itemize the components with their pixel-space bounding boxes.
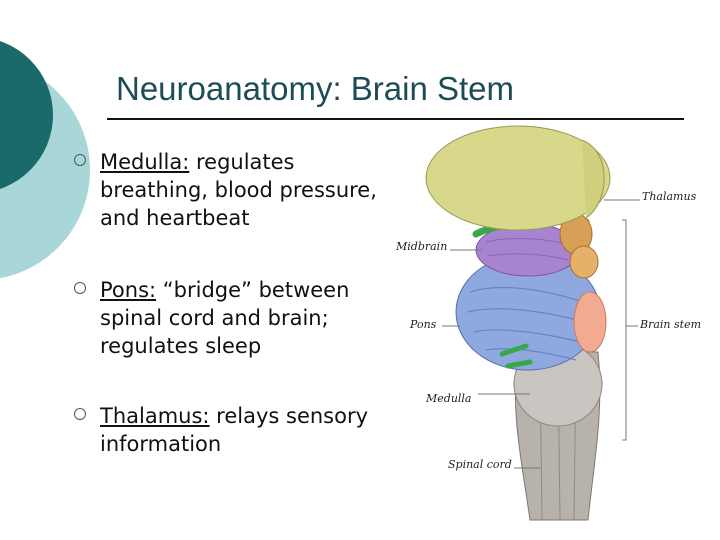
bullet-thalamus: Thalamus: relays sensory information [74,402,394,458]
bullet-text: relays sensory information [100,404,369,456]
title-underline [107,118,684,120]
slide-title: Neuroanatomy: Brain Stem [116,70,515,107]
label-pons: Pons [409,318,437,331]
bullet-pons: Pons: “bridge” between spinal cord and b… [74,276,394,360]
bullet-term: Pons: [100,278,157,302]
label-midbrain: Midbrain [395,240,447,253]
bullet-text: regulates breathing, blood pressure, and… [100,150,377,230]
label-medulla: Medulla [425,392,472,405]
bullet-term: Medulla: [100,150,190,174]
bullet-text: “bridge” between spinal cord and brain; … [100,278,350,358]
bullet-term: Thalamus: [100,404,210,428]
label-brain-stem: Brain stem [639,318,701,331]
brain-stem-illustration: Thalamus Midbrain Pons Brain stem Medull… [390,122,720,522]
label-spinal-cord: Spinal cord [448,458,512,471]
bullet-list: Medulla: regulates breathing, blood pres… [74,148,394,458]
bullet-circle-icon [74,282,86,294]
decorative-circles [0,0,110,300]
bullet-medulla: Medulla: regulates breathing, blood pres… [74,148,394,232]
bullet-circle-icon [74,408,86,420]
thalamus-shape [425,125,611,231]
label-thalamus: Thalamus [642,190,697,203]
bullet-circle-icon [74,154,86,166]
